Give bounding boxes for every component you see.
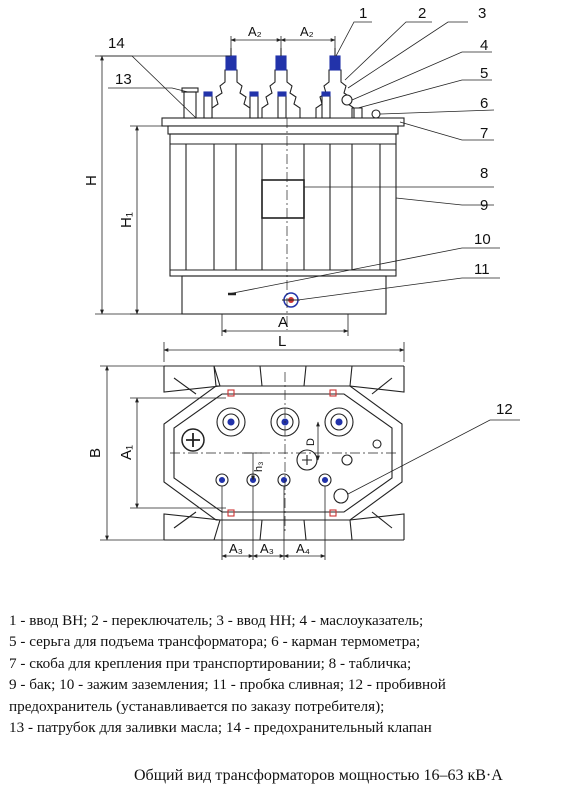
- legend-line: 1 - ввод ВН; 2 - переключатель; 3 - ввод…: [9, 612, 424, 629]
- dim-b: B: [87, 448, 104, 458]
- callout-4: 4: [480, 37, 488, 54]
- lv-bushings: [203, 91, 331, 119]
- legend-line: предохранитель (устанавливается по заказ…: [9, 697, 385, 715]
- hv-bushing-left: [211, 48, 251, 119]
- dim-d: D: [305, 438, 317, 446]
- callout-5: 5: [480, 65, 488, 82]
- callout-9: 9: [480, 197, 488, 214]
- callout-2: 2: [418, 5, 426, 22]
- callout-14: 14: [108, 35, 125, 52]
- lifting-lug: [351, 107, 363, 118]
- callout-13: 13: [115, 71, 132, 88]
- dim-h1: H₁: [118, 212, 135, 228]
- callout-6: 6: [480, 95, 488, 112]
- tap-switch-plan: [181, 428, 205, 452]
- callout-10: 10: [474, 231, 491, 248]
- tank-cover: [161, 117, 405, 127]
- top-view: [163, 365, 405, 541]
- dim-l: L: [278, 333, 286, 350]
- callout-3: 3: [478, 5, 486, 22]
- dim-a2-left: A₂: [248, 24, 262, 39]
- thermometer-pocket: [371, 109, 381, 119]
- dim-h: H: [83, 175, 100, 186]
- front-dimensions: [95, 36, 405, 362]
- transformer-drawing: 1 2 3 4 5 6 7 8 9 10 11 12 13 14 A₂ A₂ H…: [83, 5, 520, 560]
- dim-a: A: [278, 314, 288, 331]
- dim-a4: A₄: [296, 541, 310, 556]
- lv-bushings-plan: [215, 473, 332, 487]
- front-view: [161, 48, 405, 330]
- dim-h3: h₃: [253, 461, 265, 472]
- legend-line: 5 - серьга для подъема трансформатора; 6…: [9, 633, 421, 651]
- surge-arrester-plan: [333, 488, 349, 504]
- legend-line: 13 - патрубок для заливки масла; 14 - пр…: [9, 719, 432, 737]
- figure-caption: Общий вид трансформаторов мощностью 16–6…: [134, 767, 503, 784]
- nameplate: [261, 179, 305, 219]
- dim-a1: A₁: [118, 445, 135, 460]
- oil-filler-pipe: [181, 87, 199, 119]
- callout-12: 12: [496, 401, 513, 418]
- dim-a3-left: A₃: [229, 541, 243, 556]
- callout-7: 7: [480, 125, 488, 142]
- leader-lines: [100, 21, 520, 495]
- oil-gauge: [341, 94, 353, 106]
- callout-8: 8: [480, 165, 488, 182]
- legend-line: 9 - бак; 10 - зажим заземления; 11 - про…: [9, 676, 446, 694]
- dim-a2-right: A₂: [300, 24, 314, 39]
- dim-a3-right: A₃: [260, 541, 274, 556]
- legend-line: 7 - скоба для крепления при транспортиро…: [9, 654, 412, 672]
- tank: [169, 133, 397, 277]
- tank-bottom: [181, 275, 387, 315]
- legend: 1 - ввод ВН; 2 - переключатель; 3 - ввод…: [9, 610, 575, 738]
- tank-plan-outline: [173, 393, 393, 513]
- plan-dimensions: [100, 365, 326, 560]
- callout-11: 11: [474, 261, 490, 278]
- callout-1: 1: [359, 5, 367, 22]
